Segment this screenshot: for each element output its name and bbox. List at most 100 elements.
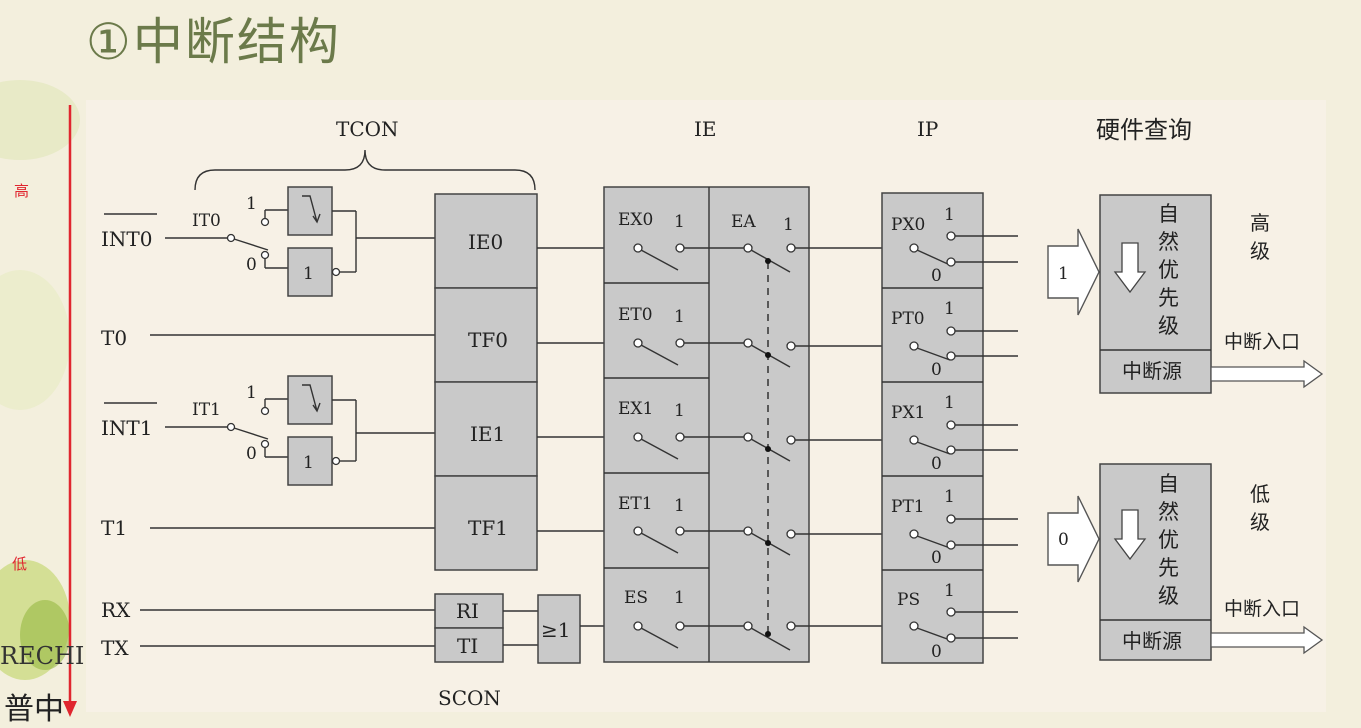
svg-text:EX0: EX0 <box>618 210 653 230</box>
svg-text:PS: PS <box>897 590 920 610</box>
svg-text:0: 0 <box>246 444 257 464</box>
ip-register-block <box>881 192 984 664</box>
query-low-group: 0 自然优先级 中断源 低级 中断入口 <box>1047 463 1324 661</box>
svg-text:1: 1 <box>944 581 955 601</box>
level-input-arrow-low <box>1047 495 1100 583</box>
down-arrow-icon <box>1113 509 1147 561</box>
ip-switch-row-px1: 1 0 <box>909 393 1018 474</box>
tx-label: TX <box>101 636 129 660</box>
svg-text:1: 1 <box>674 588 685 608</box>
priority-arrow <box>63 105 77 717</box>
ie-switch-row-et0 <box>633 338 796 368</box>
flag-tf0 <box>434 287 538 383</box>
svg-text:0: 0 <box>931 642 942 662</box>
svg-text:0: 0 <box>246 255 257 275</box>
level-input-arrow-high <box>1047 228 1100 316</box>
ip-switch-row-pt1: 1 0 <box>909 487 1018 568</box>
svg-text:1: 1 <box>246 194 257 214</box>
svg-text:PX0: PX0 <box>891 215 925 235</box>
svg-text:ET1: ET1 <box>618 494 653 514</box>
svg-text:1: 1 <box>1058 264 1069 284</box>
svg-text:1: 1 <box>303 264 314 284</box>
int0-label: INT0 <box>101 227 152 251</box>
svg-text:TF0: TF0 <box>468 328 508 352</box>
svg-text:IE1: IE1 <box>470 422 505 446</box>
entry-arrow-low <box>1210 625 1324 655</box>
ie-register-block <box>603 186 810 663</box>
ie-switch-row-ex0 <box>633 243 796 273</box>
flag-ie0 <box>434 193 538 289</box>
tcon-header: TCON <box>336 117 399 141</box>
svg-text:1: 1 <box>944 487 955 507</box>
down-arrow-icon <box>1113 242 1147 294</box>
svg-text:PT1: PT1 <box>891 497 925 517</box>
background-leaf <box>20 600 70 670</box>
svg-text:1: 1 <box>674 307 685 327</box>
svg-text:RI: RI <box>456 599 479 623</box>
flag-tf1 <box>434 475 538 571</box>
svg-text:1: 1 <box>944 393 955 413</box>
it1-label: IT1 <box>192 400 221 420</box>
ip-switch-row-ps: 1 0 <box>909 581 1018 662</box>
svg-text:1: 1 <box>246 383 257 403</box>
svg-text:0: 0 <box>931 454 942 474</box>
query-high-group: 1 自然优先级 中断源 高级 中断入口 <box>1047 194 1324 394</box>
t1-label: T1 <box>101 516 127 540</box>
svg-text:0: 0 <box>931 266 942 286</box>
svg-text:IE0: IE0 <box>468 230 503 254</box>
svg-text:1: 1 <box>674 401 685 421</box>
svg-text:中断入口: 中断入口 <box>1224 331 1300 353</box>
svg-text:PT0: PT0 <box>891 309 925 329</box>
svg-text:1: 1 <box>674 496 685 516</box>
svg-text:EX1: EX1 <box>618 399 653 419</box>
edge-detector-0 <box>287 186 333 236</box>
query-box-high <box>1099 194 1212 394</box>
svg-text:1: 1 <box>303 453 314 473</box>
or-gate <box>537 594 581 664</box>
query-box-low <box>1099 463 1212 661</box>
svg-text:≥1: ≥1 <box>541 618 570 642</box>
rx-label: RX <box>101 598 131 622</box>
svg-text:TF1: TF1 <box>468 516 508 540</box>
level-label-high: 高级 <box>1250 211 1270 263</box>
ie-header: IE <box>694 117 717 141</box>
flag-ie1 <box>434 381 538 477</box>
svg-text:1: 1 <box>783 215 794 235</box>
int1-label: INT1 <box>101 416 152 440</box>
ie-switch-row-es <box>633 621 796 651</box>
svg-text:中断源: 中断源 <box>1122 629 1182 653</box>
tcon-brace <box>194 149 536 191</box>
t0-label: T0 <box>101 326 127 350</box>
svg-text:0: 0 <box>931 548 942 568</box>
priority-low-label: 低 <box>12 555 28 573</box>
svg-text:1: 1 <box>944 205 955 225</box>
not-gate-1 <box>287 436 333 486</box>
ie-switch-row-et1 <box>633 526 796 556</box>
it0-label: IT0 <box>192 211 221 231</box>
svg-text:0: 0 <box>931 360 942 380</box>
natural-priority-low: 自然优先级 <box>1158 472 1179 608</box>
scon-header: SCON <box>438 686 501 710</box>
side-logo-text-cn: 普中 <box>4 692 64 727</box>
svg-text:ES: ES <box>624 588 648 608</box>
level-label-low: 低级 <box>1250 482 1270 534</box>
svg-text:PX1: PX1 <box>891 403 925 423</box>
slide-title: ①中断结构 <box>86 13 341 71</box>
svg-text:EA: EA <box>731 212 756 232</box>
ip-switch-row-px0: 1 0 <box>909 205 1018 286</box>
svg-text:ET0: ET0 <box>618 305 653 325</box>
svg-text:0: 0 <box>1058 530 1069 550</box>
priority-high-label: 高 <box>14 182 30 200</box>
entry-arrow-high <box>1210 359 1324 389</box>
flag-ti <box>434 627 504 663</box>
svg-text:1: 1 <box>944 299 955 319</box>
side-logo-text: RECHI <box>0 642 85 670</box>
ip-switch-row-pt0: 1 0 <box>909 299 1018 380</box>
edge-detector-1 <box>287 375 333 425</box>
natural-priority-high: 自然优先级 <box>1158 202 1179 338</box>
not-gate-0 <box>287 247 333 297</box>
svg-text:TI: TI <box>457 634 478 658</box>
ie-switch-row-ex1 <box>633 432 796 462</box>
hardware-query-header: 硬件查询 <box>1096 116 1192 144</box>
